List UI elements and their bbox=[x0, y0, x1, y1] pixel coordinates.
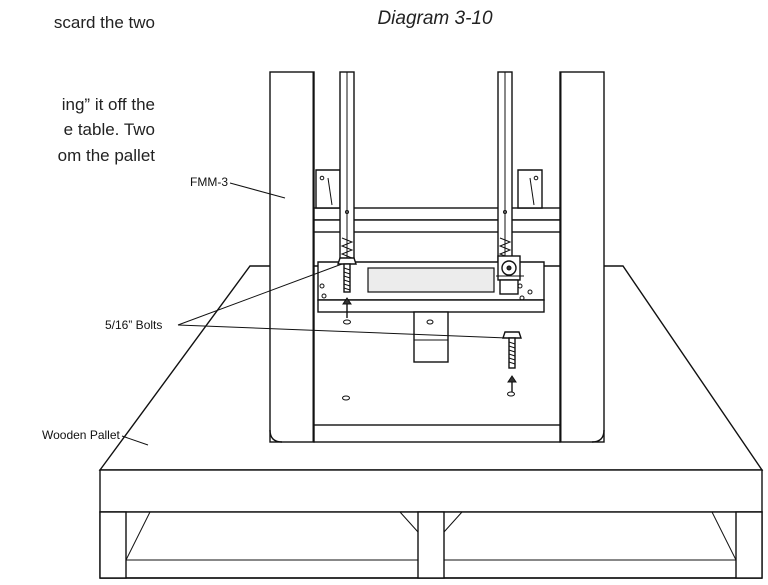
base-hole bbox=[507, 391, 515, 397]
carriage-block bbox=[317, 261, 545, 325]
body-text-line-1: scard the two bbox=[53, 13, 155, 32]
fmm3-label: FMM-3 bbox=[190, 175, 228, 189]
center-bracket bbox=[413, 311, 449, 363]
diagram-caption: Diagram 3-10 bbox=[377, 8, 493, 29]
bolt-right bbox=[502, 331, 522, 392]
body-text-line-3: e table. Two bbox=[63, 120, 155, 139]
fmm3-frame bbox=[269, 71, 605, 443]
adjuster-mechanism bbox=[496, 255, 524, 295]
leader-lines bbox=[121, 182, 508, 446]
bolts-label: 5/16” Bolts bbox=[105, 318, 163, 332]
bolt-left bbox=[337, 257, 357, 318]
body-text-line-2: ing” it off the bbox=[61, 95, 155, 114]
body-text-line-4: om the pallet bbox=[57, 146, 155, 165]
pallet-label: Wooden Pallet bbox=[42, 428, 120, 442]
base-hole bbox=[342, 395, 350, 401]
